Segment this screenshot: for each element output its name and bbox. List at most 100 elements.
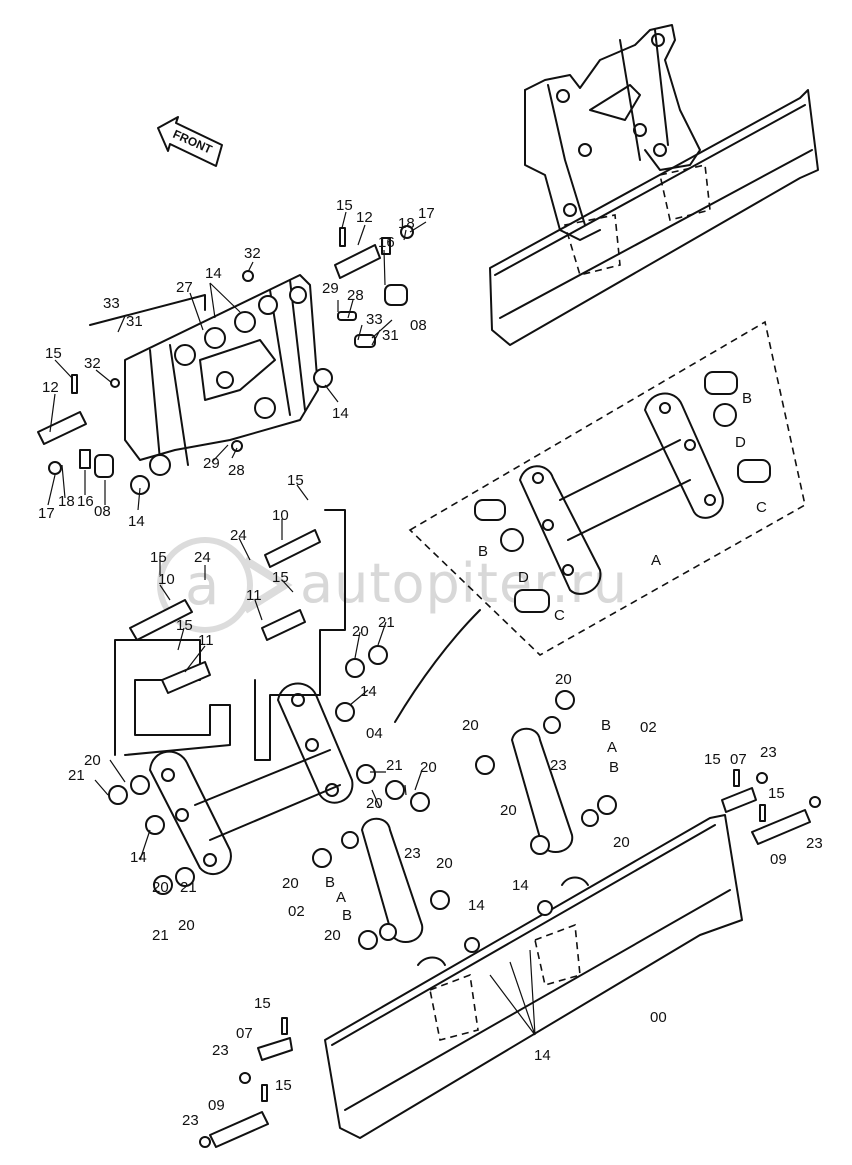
- callout-label: 14: [130, 849, 147, 866]
- callout-label: 00: [650, 1009, 667, 1026]
- callout-label: 21: [386, 757, 403, 774]
- watermark-text: autopiter.ru: [300, 552, 628, 615]
- frame-assembly: [89, 274, 333, 495]
- callout-label: 23: [212, 1042, 229, 1059]
- callout-label: 15: [287, 472, 304, 489]
- callout-label: 14: [512, 877, 529, 894]
- callout-label: 32: [244, 245, 261, 262]
- callout-label: 02: [640, 719, 657, 736]
- callout-label: 31: [382, 327, 399, 344]
- callout-label: 14: [205, 265, 222, 282]
- callout-label: 15: [176, 617, 193, 634]
- callout-label: 09: [770, 851, 787, 868]
- pins-top: [37, 225, 414, 478]
- callout-label: 20: [366, 795, 383, 812]
- callout-label: B: [742, 390, 752, 407]
- callout-label: 16: [77, 493, 94, 510]
- callout-label: 14: [534, 1047, 551, 1064]
- link-02-lower: [312, 817, 450, 950]
- callout-label: 02: [288, 903, 305, 920]
- callout-label: 23: [550, 757, 567, 774]
- callout-label: B: [609, 759, 619, 776]
- detail-callout-line: [394, 609, 481, 723]
- callout-label: B: [601, 717, 611, 734]
- callout-label: 10: [272, 507, 289, 524]
- callout-label: 21: [152, 927, 169, 944]
- callout-label: 21: [68, 767, 85, 784]
- front-arrow-icon: FRONT: [157, 116, 223, 167]
- callout-label: A: [651, 552, 661, 569]
- callout-label: 24: [230, 527, 247, 544]
- callout-label: 20: [613, 834, 630, 851]
- callout-label: 15: [150, 549, 167, 566]
- callout-label: 20: [462, 717, 479, 734]
- callout-label: 11: [198, 632, 214, 649]
- callout-label: 20: [420, 759, 437, 776]
- callout-label: 33: [103, 295, 120, 312]
- callout-label: B: [478, 543, 488, 560]
- callout-label: 15: [704, 751, 721, 768]
- callout-label: 20: [500, 802, 517, 819]
- callout-label: D: [518, 569, 529, 586]
- callout-label: 29: [203, 455, 220, 472]
- callout-label: 15: [254, 995, 271, 1012]
- callout-label: 15: [336, 197, 353, 214]
- callout-label: 08: [94, 503, 111, 520]
- detail-link-assembly: [474, 371, 771, 613]
- bottom-blade: [324, 814, 743, 1139]
- callout-label: 17: [418, 205, 435, 222]
- callout-label: 28: [228, 462, 245, 479]
- callout-label: 15: [272, 569, 289, 586]
- callout-label: 17: [38, 505, 55, 522]
- callout-label: 15: [45, 345, 62, 362]
- callout-label: 08: [410, 317, 427, 334]
- callout-label: B: [325, 874, 335, 891]
- callout-label: 20: [324, 927, 341, 944]
- link-02-upper: [475, 690, 617, 855]
- callout-label: 20: [436, 855, 453, 872]
- callout-label: 32: [84, 355, 101, 372]
- callout-label: 14: [332, 405, 349, 422]
- callout-label: 14: [128, 513, 145, 530]
- callout-label: 20: [178, 917, 195, 934]
- callout-label: A: [336, 889, 346, 906]
- callout-label: 20: [555, 671, 572, 688]
- callout-labels: 15 12 18 17 32 14 27 16 29 28 33 08 33 3…: [38, 197, 823, 1129]
- callout-label: B: [342, 907, 352, 924]
- callout-label: 20: [352, 623, 369, 640]
- callout-label: 18: [58, 493, 75, 510]
- callout-label: 07: [236, 1025, 253, 1042]
- callout-label: 09: [208, 1097, 225, 1114]
- callout-label: 10: [158, 571, 175, 588]
- callout-label: 21: [378, 614, 395, 631]
- callout-label: 04: [366, 725, 383, 742]
- callout-label: 27: [176, 279, 193, 296]
- assembled-view: [489, 24, 819, 346]
- arm-assembly-left: [108, 509, 430, 895]
- callout-label: 12: [42, 379, 59, 396]
- callout-label: 15: [275, 1077, 292, 1094]
- callout-label: 23: [806, 835, 823, 852]
- callout-label: 14: [468, 897, 485, 914]
- callout-label: 24: [194, 549, 211, 566]
- callout-label: 33: [366, 311, 383, 328]
- callout-label: 20: [282, 875, 299, 892]
- callout-label: C: [756, 499, 767, 516]
- callout-label: C: [554, 607, 565, 624]
- callout-label: 15: [768, 785, 785, 802]
- svg-text:a: a: [185, 553, 220, 618]
- callout-label: 21: [180, 879, 197, 896]
- leader-lines: [47, 211, 427, 861]
- callout-label: D: [735, 434, 746, 451]
- callout-label: 23: [182, 1112, 199, 1129]
- callout-label: 11: [246, 587, 262, 604]
- callout-label: 16: [378, 234, 395, 251]
- watermark: a autopiter.ru: [157, 537, 628, 633]
- callout-label: 31: [126, 313, 143, 330]
- callout-label: 23: [404, 845, 421, 862]
- callout-label: 20: [84, 752, 101, 769]
- callout-label: 07: [730, 751, 747, 768]
- callout-label: 29: [322, 280, 339, 297]
- callout-label: 18: [398, 215, 415, 232]
- callout-label: 14: [360, 683, 377, 700]
